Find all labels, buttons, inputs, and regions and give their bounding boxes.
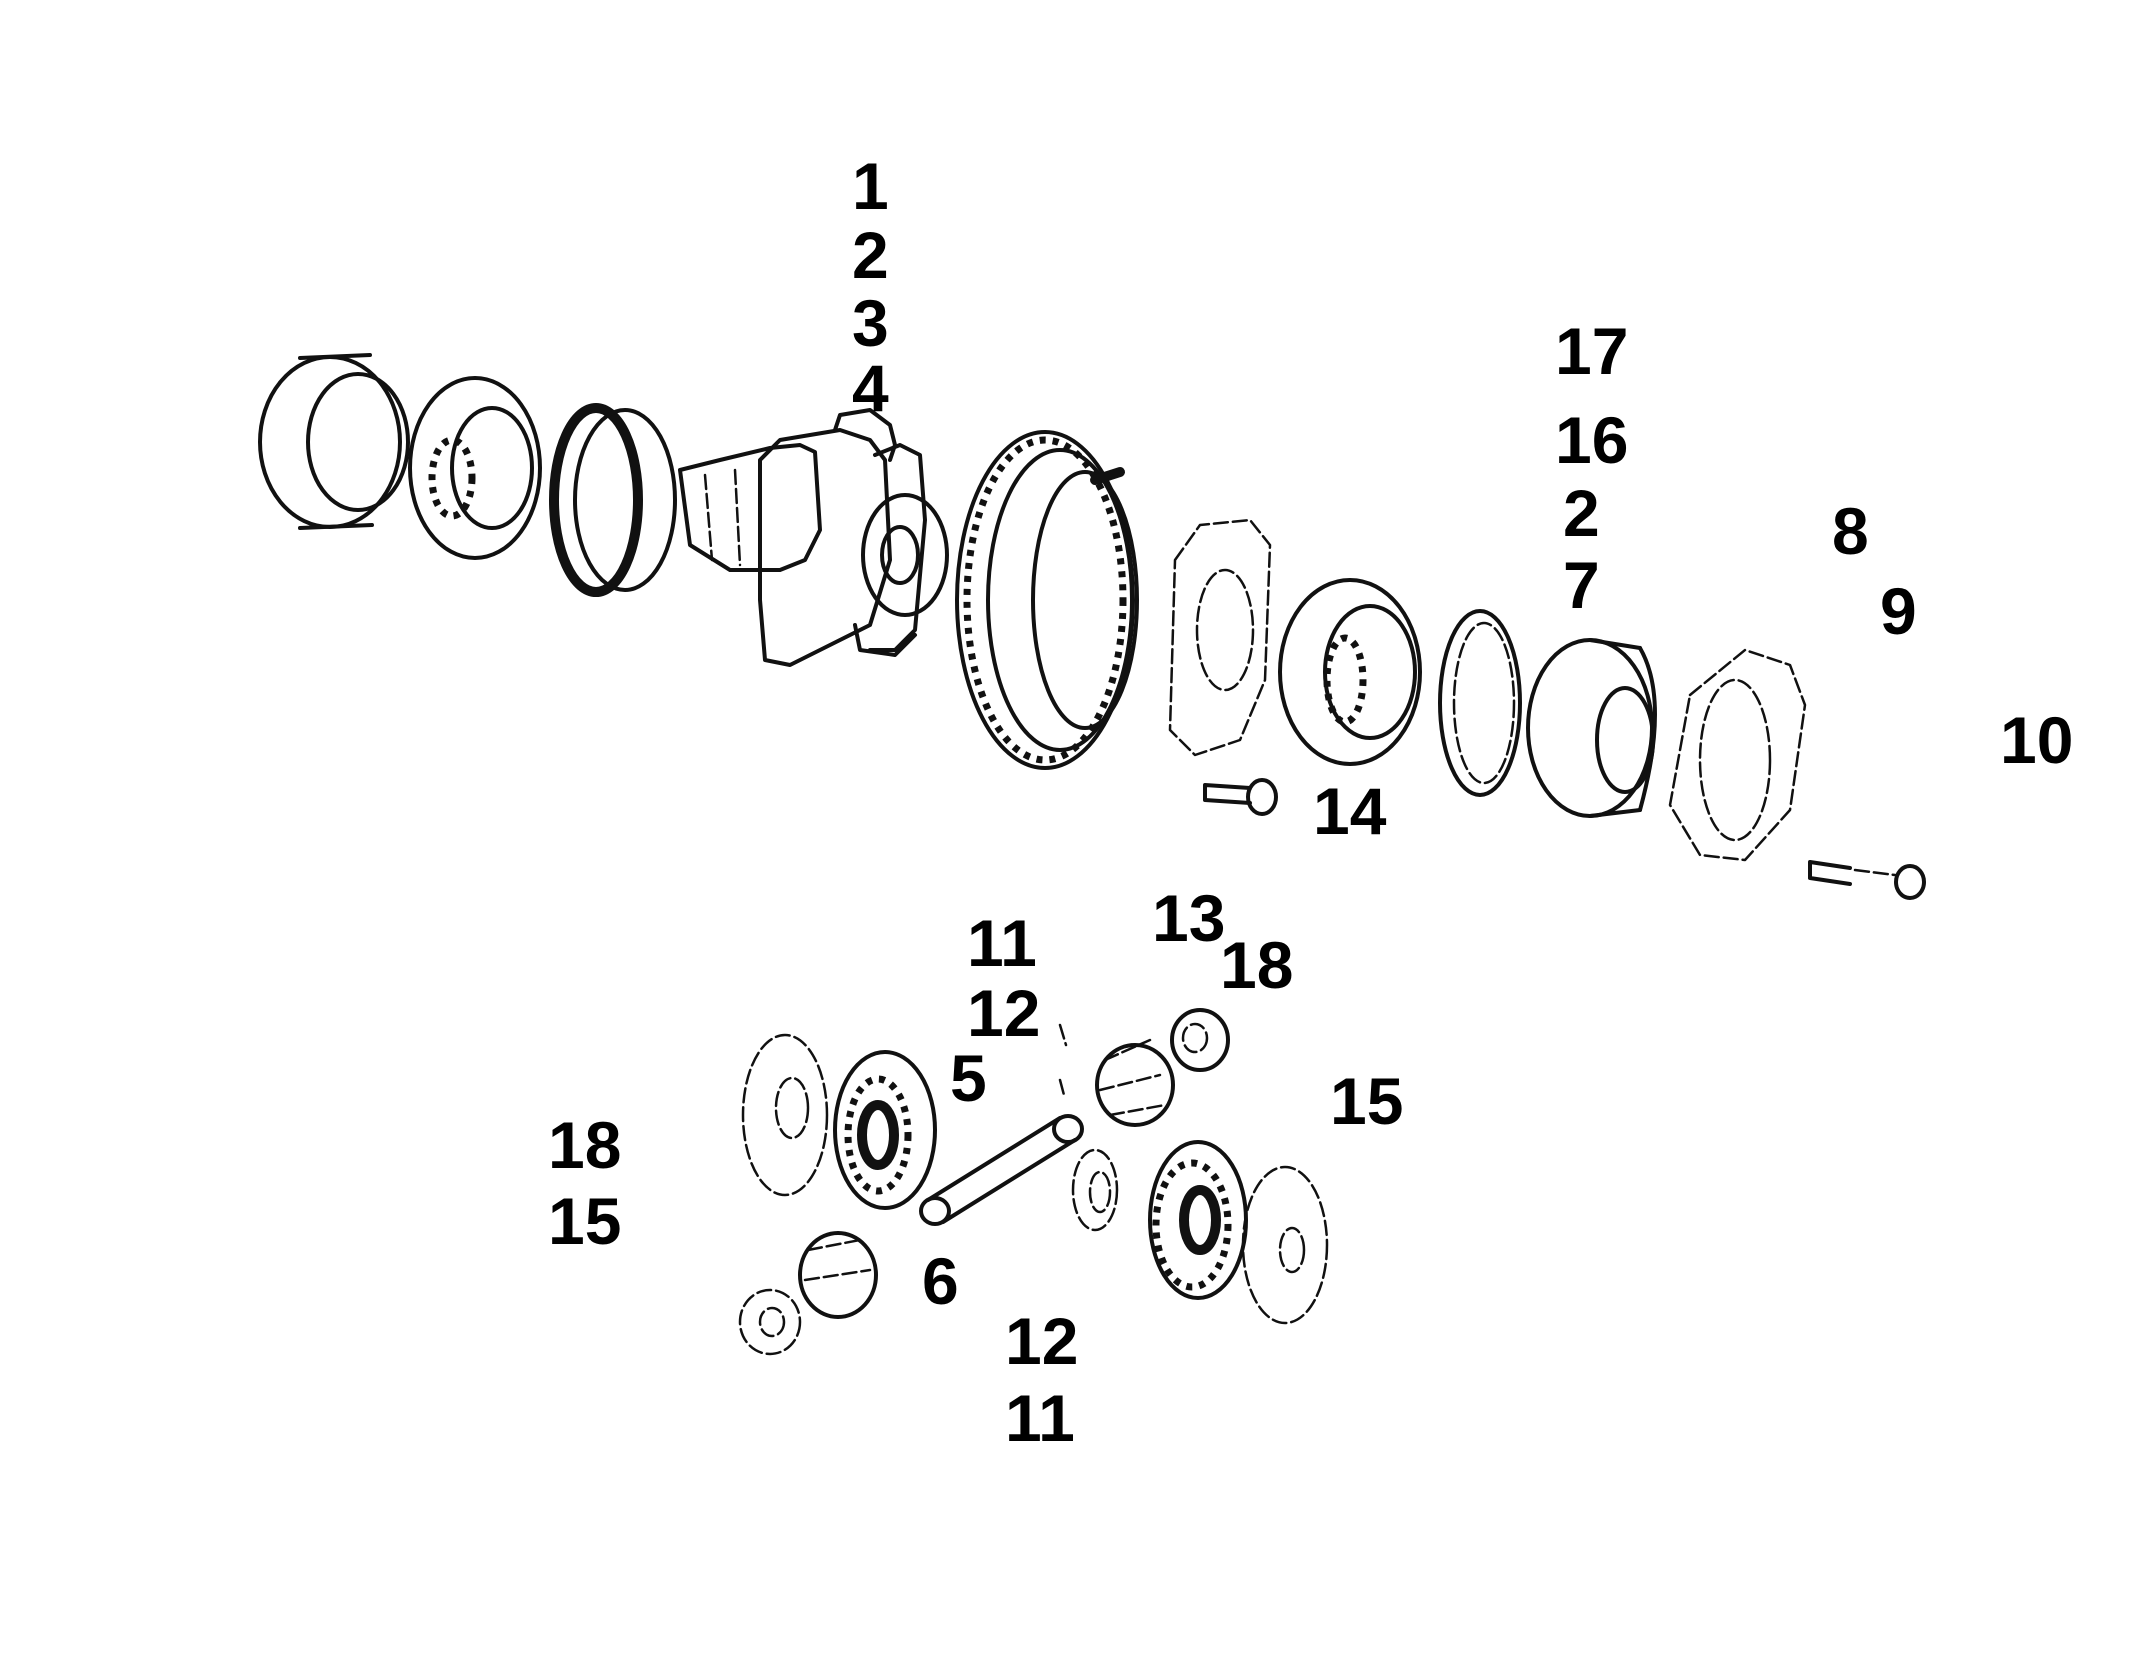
bearing-cover xyxy=(1668,648,1807,862)
callout-2b: 2 xyxy=(1563,476,1600,550)
callout-15: 15 xyxy=(1330,1064,1404,1138)
callout-5: 5 xyxy=(950,1041,987,1115)
bearing-cone-right xyxy=(1278,578,1422,766)
thrust-washer-right xyxy=(1241,1165,1329,1325)
callout-10: 10 xyxy=(2000,703,2074,777)
callout-7: 7 xyxy=(1563,548,1600,622)
side-gear-left xyxy=(833,1050,937,1210)
seal-ring-left xyxy=(549,403,677,597)
callout-16: 16 xyxy=(1555,403,1629,477)
pinion-washer-lower xyxy=(1071,1148,1119,1232)
callout-18: 18 xyxy=(1220,928,1294,1002)
ring-gear xyxy=(955,430,1139,770)
differential-case xyxy=(678,408,949,667)
callout-13: 13 xyxy=(1152,881,1226,955)
cover-bolt xyxy=(1808,860,1926,900)
snap-ring xyxy=(1438,609,1522,797)
bearing-cup-left xyxy=(258,353,410,530)
callout-12b: 12 xyxy=(1005,1304,1079,1378)
pin-12-upper xyxy=(1058,1023,1068,1097)
callout-4: 4 xyxy=(852,351,889,425)
callout-18b: 18 xyxy=(548,1108,622,1182)
callout-11: 11 xyxy=(967,906,1037,980)
callout-6: 6 xyxy=(922,1244,959,1318)
bolt xyxy=(1203,778,1278,816)
callout-15b: 15 xyxy=(548,1184,622,1258)
pinion-washer-left xyxy=(738,1288,802,1356)
washer-13 xyxy=(1170,1008,1230,1072)
pinion-shaft xyxy=(919,1114,1084,1226)
bearing-cone-left xyxy=(408,376,542,560)
side-gear-right xyxy=(1148,1140,1248,1300)
shim-plate xyxy=(1168,518,1272,757)
callout-17: 17 xyxy=(1555,314,1629,388)
pinion-gear-lower xyxy=(798,1231,878,1319)
bearing-cup-right xyxy=(1526,638,1657,818)
pinion-gear-upper xyxy=(1095,1038,1175,1127)
callout-9: 9 xyxy=(1880,574,1917,648)
callout-11b: 11 xyxy=(1005,1381,1075,1455)
callout-8: 8 xyxy=(1832,494,1869,568)
thrust-washer-left xyxy=(741,1033,829,1197)
callout-1: 1 xyxy=(852,149,889,223)
callout-14: 14 xyxy=(1313,774,1387,848)
callout-12: 12 xyxy=(967,976,1041,1050)
callout-2: 2 xyxy=(852,218,889,292)
callout-3: 3 xyxy=(852,286,889,360)
